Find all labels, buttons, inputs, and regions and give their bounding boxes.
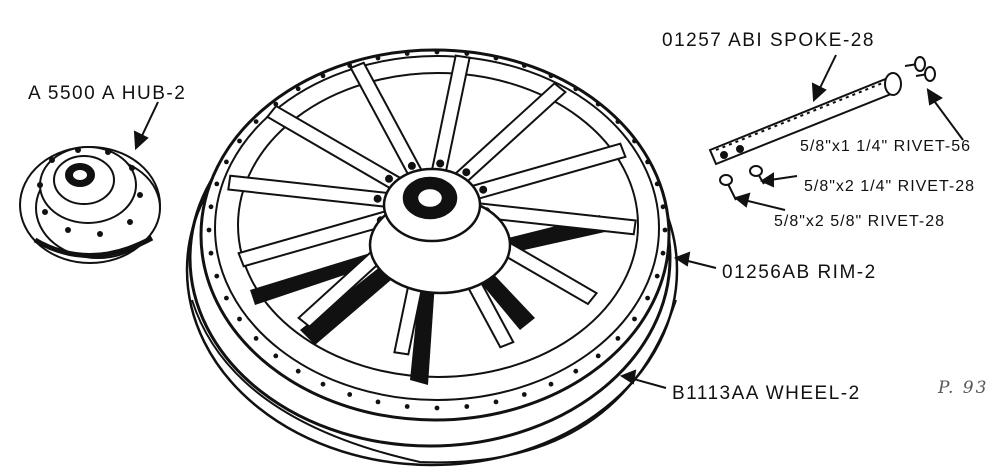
rim-rivet-hole bbox=[632, 316, 637, 322]
spoke-rivet bbox=[373, 194, 382, 203]
rim-rivet-hole bbox=[273, 101, 279, 107]
rim-rivet-hole bbox=[654, 181, 660, 187]
rim-rivet-hole bbox=[347, 63, 353, 68]
wheel-hub-center bbox=[368, 167, 512, 295]
rim-rivet-hole bbox=[615, 336, 621, 341]
leader-lines bbox=[133, 54, 964, 389]
spoke-rivet bbox=[407, 161, 416, 170]
spoke-rivet bbox=[462, 168, 471, 177]
rim-rivet-hole bbox=[521, 63, 527, 68]
rim-rivet-hole bbox=[493, 399, 499, 405]
rim-rivet-hole bbox=[214, 181, 220, 187]
wheel-label: B1113AA WHEEL-2 bbox=[672, 383, 861, 404]
rim-rivet-hole bbox=[224, 295, 229, 301]
rivet-56-label: 5/8"x1 1/4" RIVET-56 bbox=[800, 138, 971, 155]
spoke-rivet bbox=[436, 159, 445, 168]
spoke-label: 01257 ABI SPOKE-28 bbox=[662, 30, 875, 51]
hub-part bbox=[19, 146, 161, 264]
rim-rivet-hole bbox=[214, 273, 220, 279]
rim-rivet-hole bbox=[660, 204, 666, 210]
rim-rivet-hole bbox=[654, 273, 660, 279]
rivet-28-b-label: 5/8"x2 5/8" RIVET-28 bbox=[774, 213, 945, 230]
rim-rivet-hole bbox=[253, 336, 259, 341]
rim-rivet-hole bbox=[295, 368, 301, 374]
rim-rivet-hole bbox=[493, 55, 499, 61]
rim-rivet-holes bbox=[206, 49, 668, 411]
rivet-28-a-label: 5/8"x2 1/4" RIVET-28 bbox=[804, 178, 975, 195]
spoke-part bbox=[708, 72, 902, 166]
rim-rivet-hole bbox=[615, 119, 621, 124]
rim-rivet-hole bbox=[573, 86, 579, 92]
rim-rivet-hole bbox=[404, 51, 410, 56]
rim-rivet-hole bbox=[434, 49, 440, 55]
rim-rivet-hole bbox=[320, 73, 326, 79]
rim-rivet-hole bbox=[237, 138, 242, 144]
rim-rivet-hole bbox=[347, 392, 353, 397]
rim-rivet-hole bbox=[375, 55, 381, 61]
rim-rivet-hole bbox=[224, 159, 229, 165]
spoke-rivet bbox=[385, 174, 393, 183]
hub-label: A 5500 A HUB-2 bbox=[28, 83, 187, 104]
rim-rivet-hole bbox=[253, 119, 259, 124]
page-note: P. 93 bbox=[938, 378, 989, 398]
rim-rivet-hole bbox=[208, 250, 214, 256]
rim-rivet-hole bbox=[595, 353, 601, 359]
rim-rivet-hole bbox=[645, 159, 650, 165]
rim-label: 01256AB RIM-2 bbox=[722, 262, 877, 283]
rim-rivet-hole bbox=[237, 316, 242, 322]
rim-rivet-hole bbox=[464, 51, 470, 56]
rim-rivet-hole bbox=[595, 101, 601, 107]
rim-rivet-hole bbox=[320, 381, 326, 387]
rim-rivet-hole bbox=[660, 250, 666, 256]
rim-rivet-hole bbox=[464, 404, 470, 409]
spoke-rivet bbox=[479, 185, 488, 194]
rim-rivet-hole bbox=[208, 204, 214, 210]
rim-rivet-hole bbox=[573, 368, 579, 374]
rivet-parts bbox=[719, 56, 936, 201]
rim-rivet-hole bbox=[273, 353, 279, 359]
rim-rivet-hole bbox=[375, 399, 381, 405]
rim-rivet-hole bbox=[662, 227, 668, 233]
rim-rivet-hole bbox=[206, 227, 212, 233]
rim-rivet-hole bbox=[632, 138, 637, 144]
rim-rivet-hole bbox=[404, 404, 410, 409]
rim-rivet-hole bbox=[548, 381, 554, 387]
rim-rivet-hole bbox=[434, 405, 440, 411]
rim-rivet-hole bbox=[548, 73, 554, 79]
rim-rivet-hole bbox=[645, 295, 650, 301]
rim-rivet-hole bbox=[521, 392, 527, 397]
hub-rivet-holes bbox=[37, 147, 143, 237]
rim-rivet-hole bbox=[295, 86, 301, 92]
